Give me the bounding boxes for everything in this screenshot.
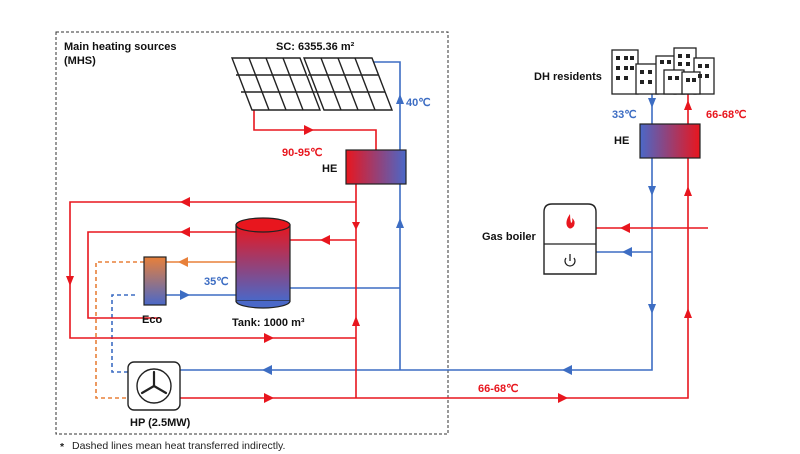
footnote-star: * — [60, 441, 65, 453]
temp-sc-supply: 90-95℃ — [282, 147, 323, 159]
temp-dh-return: 33℃ — [612, 109, 637, 121]
solar-collector — [230, 57, 394, 111]
hp-eco-dashed-link — [111, 294, 138, 373]
heat-exchanger-main — [345, 149, 407, 185]
storage-tank — [235, 217, 291, 309]
temp-eco: 35℃ — [204, 276, 229, 288]
dh-residents-label: DH residents — [534, 71, 602, 83]
mhs-boundary — [55, 31, 449, 435]
supply-lines — [69, 86, 708, 399]
eco-hp-dashed-link — [95, 261, 144, 399]
gas-boiler — [543, 203, 597, 275]
building-windows — [616, 54, 709, 84]
flame-icon — [566, 214, 575, 229]
he-dh-label: HE — [614, 135, 629, 147]
temp-sc-return: 40℃ — [406, 97, 431, 109]
heat-pump — [127, 361, 181, 411]
temp-dh-supply: 66-68℃ — [706, 109, 747, 121]
he-main-label: HE — [322, 163, 337, 175]
hp-label: HP (2.5MW) — [130, 417, 191, 429]
tank-label: Tank: 1000 m³ — [232, 317, 305, 329]
eco-label: Eco — [142, 314, 162, 326]
sc-label: SC: 6355.36 m² — [276, 41, 355, 53]
buildings-icon — [611, 47, 715, 95]
heat-exchanger-dh — [639, 123, 701, 159]
footnote-text: Dashed lines mean heat transferred indir… — [72, 440, 285, 452]
mhs-title-line2: (MHS) — [64, 55, 96, 67]
temp-main-supply: 66-68℃ — [478, 383, 519, 395]
gas-boiler-label: Gas boiler — [482, 231, 537, 243]
power-icon — [564, 254, 576, 267]
eco-unit — [143, 256, 167, 306]
mhs-title-line1: Main heating sources — [64, 41, 176, 53]
arrowheads — [66, 94, 692, 403]
